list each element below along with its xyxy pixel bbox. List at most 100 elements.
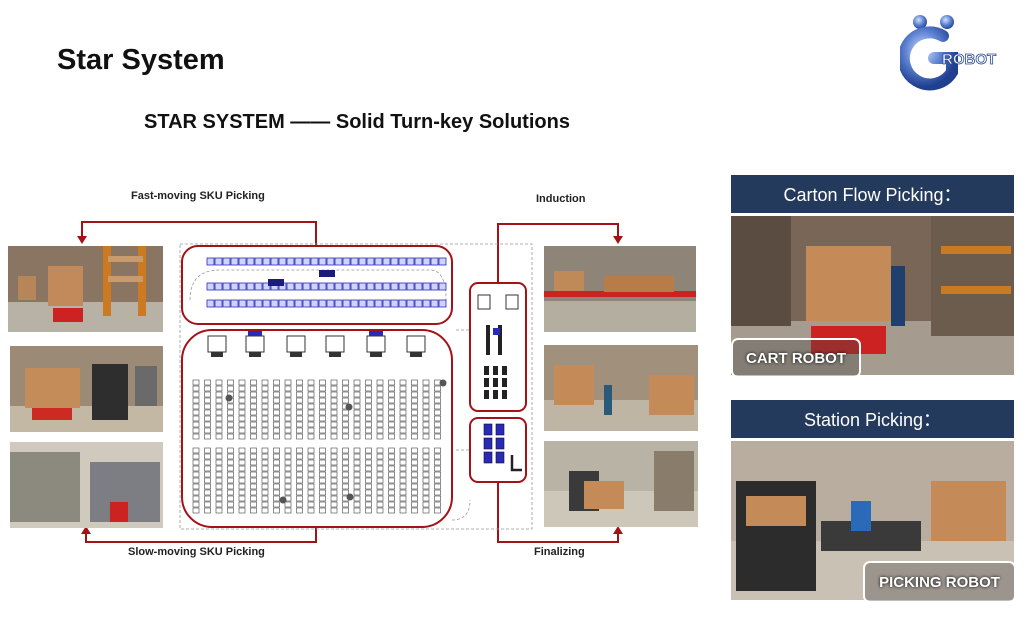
slow-rack-cell: [330, 397, 338, 404]
slow-rack-cell: [422, 379, 430, 386]
slow-rack-cell: [284, 471, 292, 478]
slow-rack-cell: [434, 409, 441, 416]
slow-rack-cell: [307, 397, 315, 404]
slow-rack-cell: [353, 403, 361, 410]
slow-rack-cell: [227, 415, 234, 422]
fast-rack-cell: [438, 299, 447, 308]
slow-rack-cell: [411, 465, 418, 472]
slow-rack-cell: [388, 477, 395, 484]
slow-rack-cell: [227, 403, 234, 410]
slow-rack-cell: [434, 501, 441, 508]
finalizing-label: Finalizing: [534, 546, 585, 558]
induction-photo: [544, 246, 696, 332]
slow-rack-cell: [342, 391, 349, 398]
slow-rack-cell: [250, 453, 257, 460]
slow-rack-cell: [215, 477, 223, 484]
slow-rack-cell: [434, 471, 441, 478]
slow-rack-cell: [250, 385, 257, 392]
fast-rack-cell: [294, 257, 303, 266]
slow-rack-cell: [296, 385, 303, 392]
slow-rack-cell: [215, 465, 223, 472]
slow-rack-cell: [204, 409, 211, 416]
slide-subtitle: STAR SYSTEM —— Solid Turn-key Solutions: [144, 111, 570, 133]
fast-rack-cell: [286, 257, 295, 266]
slow-rack-cell: [399, 409, 407, 416]
slow-rack-cell: [342, 507, 349, 514]
slow-rack-cell: [411, 397, 418, 404]
slow-rack-cell: [342, 421, 349, 428]
slow-rack-cell: [215, 453, 223, 460]
slow-rack-cell: [330, 477, 338, 484]
fast-rack-cell: [342, 257, 351, 266]
slow-rack-cell: [227, 459, 234, 466]
slow-rack-cell: [342, 453, 349, 460]
fast-rack-cell: [366, 257, 375, 266]
slow-rack-cell: [204, 471, 211, 478]
slow-rack-cell: [238, 489, 246, 496]
slow-rack-cell: [365, 447, 372, 454]
slow-rack-cell: [319, 501, 326, 508]
fast-rack-cell: [310, 299, 319, 308]
slow-rack-cell: [227, 501, 234, 508]
slow-rack-cell: [307, 433, 315, 440]
slow-rack-cell: [215, 415, 223, 422]
fast-rack-cell: [318, 299, 327, 308]
fast-rack-cell: [222, 257, 231, 266]
slow-rack-cell: [261, 465, 269, 472]
slow-robot: [345, 403, 353, 411]
slow-rack-cell: [238, 471, 246, 478]
slow-rack-cell: [261, 427, 269, 434]
slow-rack-cell: [273, 459, 280, 466]
slow-rack-cell: [192, 385, 200, 392]
slow-rack-cell: [319, 471, 326, 478]
fast-rack-cell: [342, 282, 351, 291]
slow-rack-cell: [273, 471, 280, 478]
slow-rack-cell: [399, 397, 407, 404]
slow-rack-cell: [296, 397, 303, 404]
slow-rack-cell: [204, 447, 211, 454]
slow-rack-cell: [261, 433, 269, 440]
slow-rack-cell: [238, 391, 246, 398]
slow-rack-cell: [411, 489, 418, 496]
slow-rack-cell: [307, 453, 315, 460]
slow-rack-cell: [273, 409, 280, 416]
slow-rack-cell: [353, 501, 361, 508]
fast-rack-cell: [350, 299, 359, 308]
slow-rack-cell: [307, 471, 315, 478]
fast-rack-cell: [206, 299, 215, 308]
slow-rack-cell: [250, 507, 257, 514]
slow-rack-cell: [399, 427, 407, 434]
picking-robot-badge: PICKING ROBOT: [863, 561, 1016, 603]
slow-rack-cell: [296, 409, 303, 416]
fast-rack-cell: [286, 299, 295, 308]
slow-rack-cell: [307, 409, 315, 416]
fast-rack-cell: [390, 282, 399, 291]
slow-rack-cell: [296, 427, 303, 434]
slow-rack-cell: [319, 453, 326, 460]
slow-rack-cell: [376, 459, 384, 466]
slow-robot: [346, 493, 354, 501]
slow-rack-cell: [422, 495, 430, 502]
slow-rack-cell: [192, 421, 200, 428]
warehouse-aisle-photo: [10, 442, 163, 528]
fast-picking-photo: [8, 246, 163, 332]
slow-rack-cell: [365, 415, 372, 422]
slow-rack-cell: [399, 403, 407, 410]
slow-rack-cell: [192, 465, 200, 472]
slow-rack-cell: [192, 391, 200, 398]
slow-rack-cell: [365, 409, 372, 416]
slow-rack-cell: [411, 427, 418, 434]
slow-moving-label: Slow-moving SKU Picking: [128, 546, 265, 558]
fast-rack-cell: [406, 257, 415, 266]
fast-rack-cell: [398, 299, 407, 308]
slow-rack-cell: [273, 489, 280, 496]
slow-rack-cell: [365, 489, 372, 496]
slow-rack-cell: [399, 507, 407, 514]
fast-rack-cell: [302, 282, 311, 291]
slow-rack-cell: [238, 507, 246, 514]
slow-rack-cell: [422, 483, 430, 490]
fast-rack-cell: [214, 257, 223, 266]
slow-rack-cell: [215, 391, 223, 398]
slow-rack-cell: [388, 459, 395, 466]
slow-rack-cell: [250, 421, 257, 428]
